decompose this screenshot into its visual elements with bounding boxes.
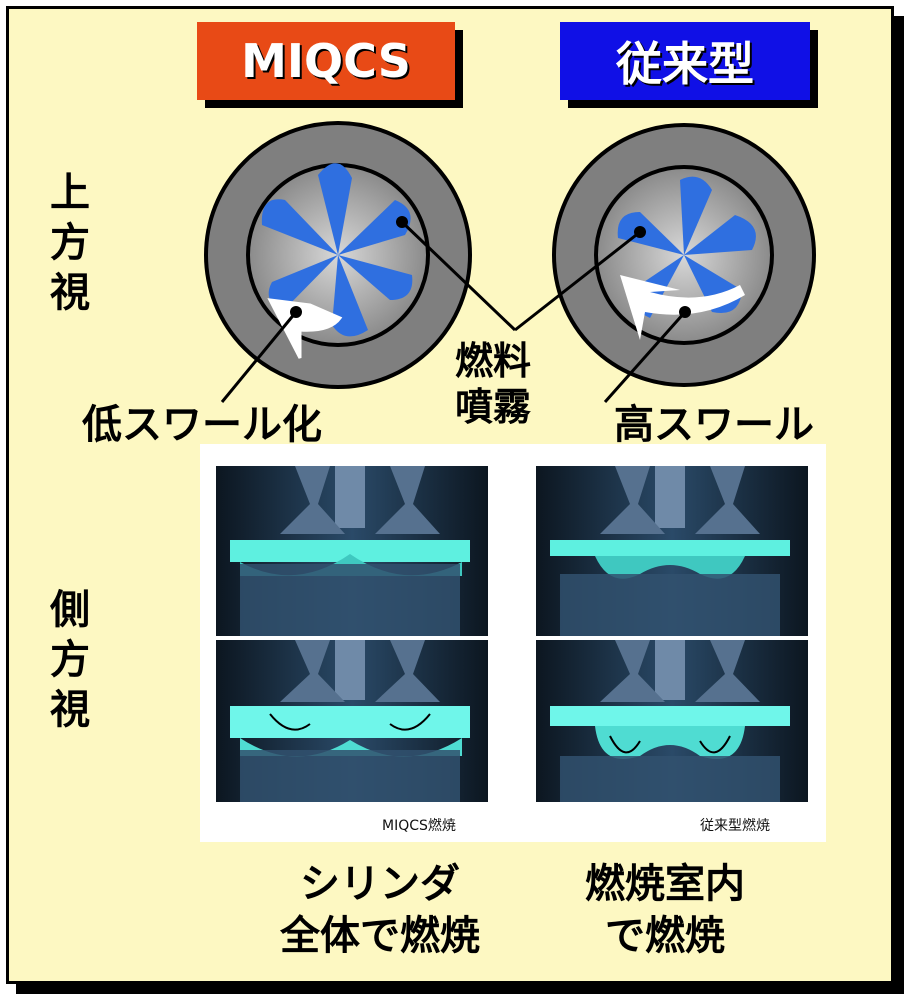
miqcs-result-line2: 全体で燃焼 — [280, 913, 480, 959]
conventional-cylinder-top-view — [552, 123, 816, 387]
miqcs-combustion-caption: MIQCS燃焼 — [382, 818, 456, 834]
high-swirl-label: 高スワール — [614, 402, 814, 448]
conventional-result-text: 燃焼室内 で燃焼 — [540, 858, 790, 962]
miqcs-side-view-after — [216, 640, 488, 802]
conventional-side-view-after — [536, 640, 808, 802]
low-swirl-label: 低スワール化 — [82, 402, 322, 448]
miqcs-fuel-spray-plumes — [261, 163, 413, 337]
fuel-spray-label-line1: 燃料 — [455, 339, 532, 383]
conventional-badge: 従来型 — [560, 22, 810, 100]
conventional-side-view-before — [536, 466, 808, 636]
side-view-label: 側方視 — [50, 587, 90, 733]
miqcs-swirl-arrow-icon — [267, 298, 343, 359]
miqcs-side-view-before — [216, 466, 488, 636]
fuel-spray-label-line2: 噴霧 — [455, 385, 532, 429]
fuel-spray-label: 燃料 噴霧 — [455, 338, 531, 430]
conventional-combustion-caption: 従来型燃焼 — [700, 818, 770, 834]
conventional-result-line2: で燃焼 — [605, 913, 725, 959]
side-view-illustration-panel — [200, 444, 826, 842]
top-view-label: 上方視 — [50, 170, 90, 316]
conventional-result-line1: 燃焼室内 — [585, 861, 745, 907]
miqcs-cylinder-top-view — [204, 121, 472, 389]
side-view-illustrations — [216, 466, 808, 802]
callout-leader-lines — [220, 220, 687, 403]
miqcs-badge: MIQCS — [197, 22, 455, 100]
miqcs-result-line1: シリンダ — [300, 861, 460, 907]
miqcs-result-text: シリンダ 全体で燃焼 — [230, 858, 530, 962]
